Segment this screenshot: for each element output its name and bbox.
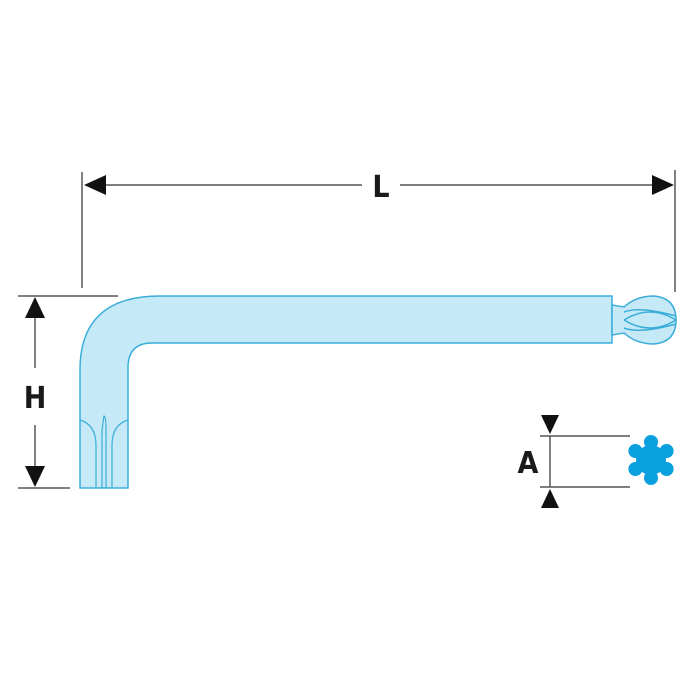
- arrow-up-icon: [541, 489, 559, 508]
- across-label: A: [518, 446, 539, 481]
- l-key-tool: [79, 295, 678, 489]
- length-label: L: [372, 170, 389, 205]
- height-label: H: [24, 381, 47, 416]
- across-dimension: [540, 435, 630, 488]
- height-dimension: [18, 295, 118, 489]
- length-dimension: [81, 170, 676, 292]
- arrow-up-icon: [25, 297, 45, 318]
- torx-star-icon: [628, 435, 674, 485]
- arrow-right-icon: [652, 175, 674, 195]
- arrow-down-icon: [541, 415, 559, 434]
- ball-end: [611, 295, 677, 345]
- arrow-left-icon: [84, 175, 106, 195]
- arrow-down-icon: [25, 466, 45, 487]
